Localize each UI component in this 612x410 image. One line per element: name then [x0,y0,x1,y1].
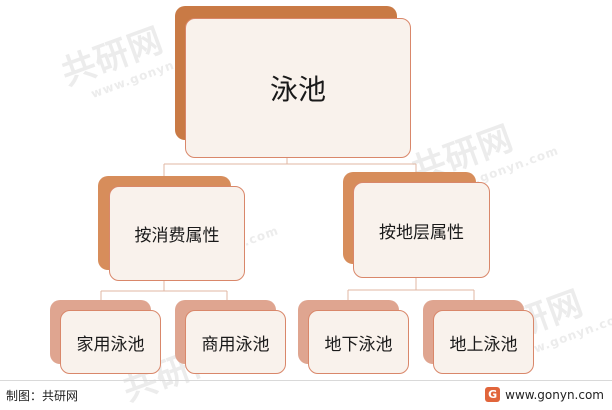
leaf-node-label: 地上泳池 [449,334,518,355]
leaf-node-card: 商用泳池 [185,310,286,374]
connector-branch2-to-leaves [347,278,475,300]
brand-logo-icon: G [485,387,501,402]
leaf-node-card: 家用泳池 [60,310,161,374]
site-credit: G www.gonyn.com [485,387,604,402]
branch-node-card: 按地层属性 [353,182,490,278]
branch-node-label: 按消费属性 [134,226,220,246]
branch-node-label: 按地层属性 [379,222,464,243]
leaf-node-label: 地下泳池 [324,334,393,355]
footer: 制图：共研网 G www.gonyn.com [0,380,612,406]
root-node-card: 泳池 [185,18,411,158]
site-url: www.gonyn.com [505,387,604,402]
leaf-node-label: 商用泳池 [201,334,270,355]
connector-branch1-to-leaves [100,281,228,300]
leaf-node-card: 地下泳池 [308,310,409,374]
source-credit: 制图：共研网 [6,389,79,403]
leaf-node-card: 地上泳池 [433,310,534,374]
root-node-label: 泳池 [269,73,326,106]
leaf-node-label: 家用泳池 [76,334,145,355]
connector-root-to-branches [163,158,417,176]
branch-node-card: 按消费属性 [109,186,245,281]
